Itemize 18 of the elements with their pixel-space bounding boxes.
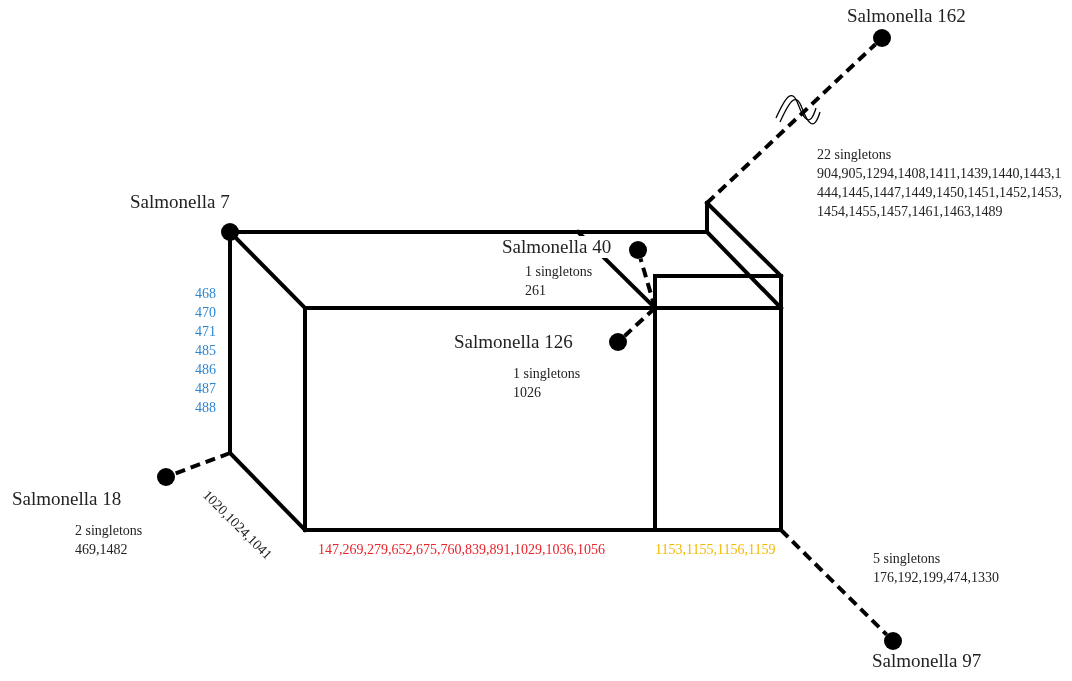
dashed-connector (173, 451, 231, 476)
genome-id-label: 485 (195, 342, 216, 360)
singleton-note: 1 singletons 1026 (513, 365, 582, 402)
singleton-note: 1 singletons 261 (525, 263, 594, 300)
genome-id-label: 487 (195, 380, 216, 398)
singleton-note: 2 singletons 469,1482 (75, 522, 144, 559)
genome-id-label: 468 (195, 285, 216, 303)
genome-id-list: 1153,1155,1156,1159 (655, 540, 776, 559)
genome-id-label: 471 (195, 323, 216, 341)
dashed-connector (779, 528, 888, 637)
genome-id-label: 470 (195, 304, 216, 322)
dashed-connector (705, 42, 877, 205)
genome-id-list: 147,269,279,652,675,760,839,891,1029,1036,1056 (318, 540, 605, 559)
genome-id-label: 488 (195, 399, 216, 417)
genome-id-label: 486 (195, 361, 216, 379)
singleton-note: 5 singletons 176,192,199,474,1330 (873, 550, 1000, 587)
singleton-note: 22 singletons 904,905,1294,1408,1411,1439,1440,1443,1444,1445,1447,1449,1450,1451,1452,1453,1454,1455,1457,1461,1463,1489 (817, 146, 1063, 221)
strain-label: Salmonella 40 (500, 236, 614, 258)
